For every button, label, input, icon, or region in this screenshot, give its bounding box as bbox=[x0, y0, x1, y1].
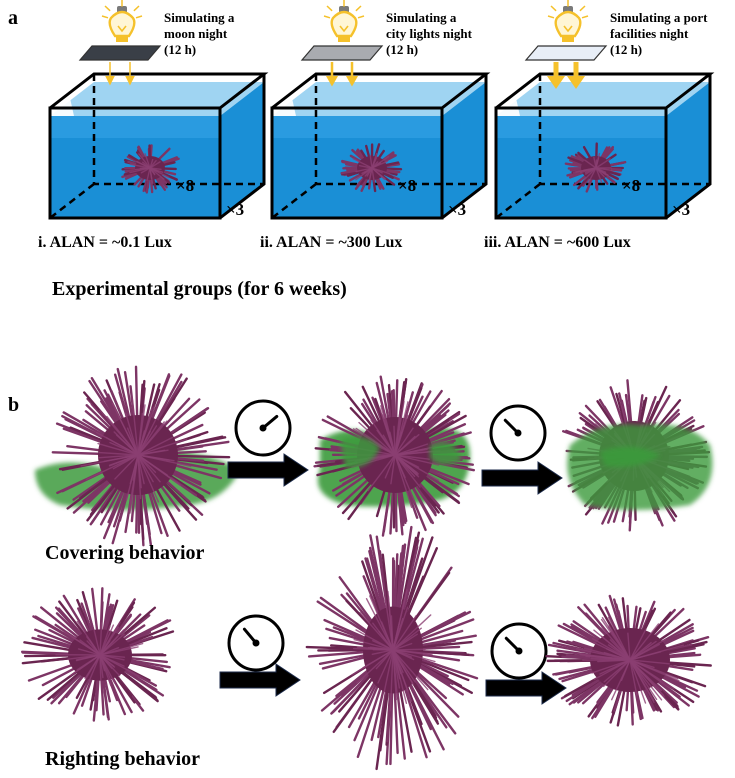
light-arrow bbox=[125, 62, 135, 86]
urchin-count: ×8 bbox=[398, 176, 416, 195]
tank-front-frame bbox=[494, 106, 668, 220]
tank-count: ×3 bbox=[226, 200, 244, 219]
tank bbox=[494, 72, 715, 220]
tank-count: ×3 bbox=[672, 200, 690, 219]
light-arrow bbox=[105, 62, 115, 86]
sea-urchin bbox=[340, 143, 403, 193]
water-front-top bbox=[496, 116, 666, 138]
algae-patch bbox=[340, 436, 462, 469]
tank-hidden-edges bbox=[495, 74, 710, 219]
tank-front-frame bbox=[270, 106, 444, 220]
clock-icon bbox=[489, 404, 547, 462]
covering-sequence bbox=[35, 365, 713, 547]
tank-top-frame bbox=[495, 72, 715, 220]
tank-note-line-1: Simulating a port bbox=[610, 10, 708, 25]
tank-group-2: Simulating a city lights night (12 h) ×8… bbox=[260, 0, 491, 251]
tank-group-3: Simulating a port facilities night (12 h… bbox=[484, 0, 715, 251]
tank-note-line-1: Simulating a bbox=[164, 10, 235, 25]
righting-sequence bbox=[20, 525, 712, 771]
covering-behavior-label: Covering behavior bbox=[45, 542, 205, 564]
sea-urchin bbox=[545, 594, 712, 727]
panel-b-letter: b bbox=[8, 394, 19, 416]
light-filter bbox=[78, 45, 162, 61]
tank-note-line-3: (12 h) bbox=[610, 42, 642, 57]
sea-urchin bbox=[51, 365, 231, 547]
tank bbox=[48, 72, 269, 220]
tank-top-frame bbox=[271, 72, 491, 220]
tank-label: iii. ALAN = ~600 Lux bbox=[484, 234, 631, 251]
water-front bbox=[50, 138, 220, 218]
panel-a-caption: Experimental groups (for 6 weeks) bbox=[52, 278, 347, 300]
light-bulb-icon bbox=[101, 0, 143, 42]
panel-a-letter: a bbox=[8, 7, 18, 29]
tank-top-frame bbox=[49, 72, 269, 220]
light-bulb-icon bbox=[323, 0, 365, 42]
tank-label: i. ALAN = ~0.1 Lux bbox=[38, 234, 172, 251]
light-setup bbox=[524, 0, 608, 89]
water-front bbox=[496, 138, 666, 218]
light-arrow bbox=[547, 62, 565, 89]
tank-hidden-edges bbox=[49, 74, 264, 219]
light-bulb-icon bbox=[547, 0, 589, 42]
righting-behavior-label: Righting behavior bbox=[45, 748, 200, 770]
tank-front-frame bbox=[48, 106, 222, 220]
light-setup bbox=[300, 0, 384, 87]
light-setup bbox=[78, 0, 162, 86]
tank-hidden-edges bbox=[271, 74, 486, 219]
tank-count: ×3 bbox=[448, 200, 466, 219]
tank-note-line-3: (12 h) bbox=[164, 42, 196, 57]
tank-note-line-2: facilities night bbox=[610, 26, 689, 41]
progress-arrow bbox=[485, 671, 567, 705]
sea-urchin bbox=[121, 144, 180, 194]
algae-patch bbox=[567, 424, 713, 510]
water-front-top bbox=[50, 116, 220, 138]
sea-urchin bbox=[305, 525, 479, 771]
clock-icon bbox=[227, 614, 285, 672]
urchin-count: ×8 bbox=[176, 176, 194, 195]
tank-group-1: Simulating a moon night (12 h) ×8 ×3 i. … bbox=[38, 0, 269, 251]
progress-arrow bbox=[219, 663, 301, 697]
clock-icon bbox=[234, 399, 292, 457]
sea-urchin bbox=[564, 142, 627, 193]
progress-arrow bbox=[481, 461, 563, 495]
progress-arrow bbox=[227, 453, 309, 487]
tank bbox=[270, 72, 491, 220]
clock-icon bbox=[490, 622, 548, 680]
light-filter bbox=[524, 45, 608, 61]
water-front-top bbox=[272, 116, 442, 138]
tank-note-line-1: Simulating a bbox=[386, 10, 457, 25]
light-arrow bbox=[326, 62, 338, 87]
light-arrow bbox=[567, 62, 585, 89]
tank-note-line-2: moon night bbox=[164, 26, 228, 41]
tank-label: ii. ALAN = ~300 Lux bbox=[260, 234, 402, 251]
urchin-count: ×8 bbox=[622, 176, 640, 195]
light-arrow bbox=[346, 62, 358, 87]
light-filter bbox=[300, 45, 384, 61]
sea-urchin bbox=[20, 587, 175, 722]
tank-note-line-2: city lights night bbox=[386, 26, 473, 41]
algae-patch bbox=[600, 446, 660, 467]
tank-note-line-3: (12 h) bbox=[386, 42, 418, 57]
